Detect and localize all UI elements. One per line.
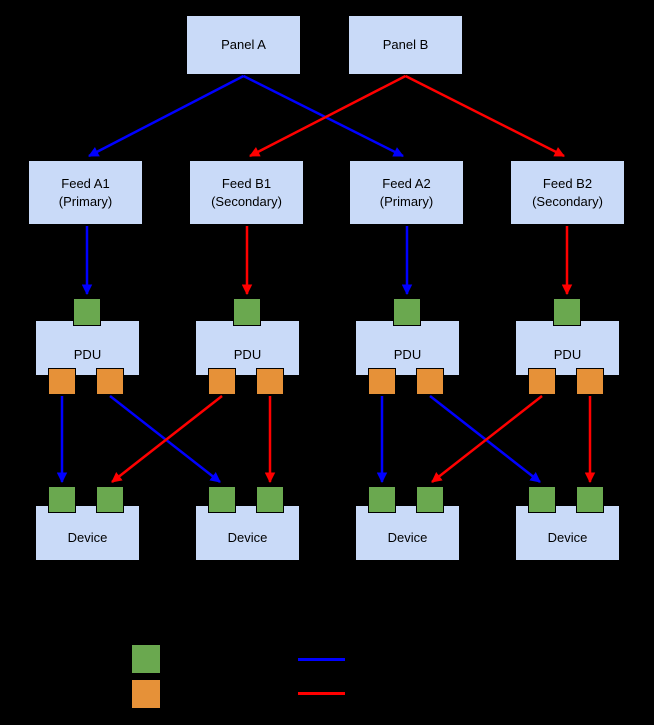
feed-a1-role: (Primary): [58, 193, 113, 209]
pdu1-input-port: [73, 298, 101, 326]
feed-b1-node: Feed B1 (Secondary): [189, 160, 304, 225]
device2-node: Device: [195, 505, 300, 561]
pdu3-output-port-left: [368, 368, 396, 395]
pdu4-output-port-left: [528, 368, 556, 395]
panel-b-node: Panel B: [348, 15, 463, 75]
legend-blue-line: [298, 658, 345, 661]
pdu3-label: PDU: [393, 347, 422, 363]
pdu4-input-port: [553, 298, 581, 326]
arrow-pdu3-to-device4: [429, 395, 541, 483]
pdu4-node: PDU: [515, 320, 620, 376]
pdu2-output-port-left: [208, 368, 236, 395]
device1-node: Device: [35, 505, 140, 561]
arrow-pdu1-to-device2: [109, 395, 221, 483]
device4-node: Device: [515, 505, 620, 561]
pdu4-label: PDU: [553, 347, 582, 363]
feed-a1-node: Feed A1 (Primary): [28, 160, 143, 225]
pdu2-label: PDU: [233, 347, 262, 363]
device2-input-port-right: [256, 486, 284, 513]
pdu2-node: PDU: [195, 320, 300, 376]
feed-a1-name: Feed A1: [61, 175, 110, 191]
pdu2-input-port: [233, 298, 261, 326]
arrow-panel-a-to-feed-a2: [242, 74, 404, 158]
legend-red-line: [298, 692, 345, 695]
arrow-pdu2-to-device1: [111, 395, 223, 483]
device3-node: Device: [355, 505, 460, 561]
feed-b2-role: (Secondary): [532, 193, 603, 209]
pdu1-output-port-left: [48, 368, 76, 395]
arrow-pdu4-to-device3: [431, 395, 543, 483]
pdu4-output-port-right: [576, 368, 604, 395]
arrow-panel-b-to-feed-b1: [249, 74, 407, 158]
arrow-panel-b-to-feed-b2: [404, 74, 565, 158]
panel-b-label: Panel B: [382, 37, 429, 53]
feed-a2-role: (Primary): [379, 193, 434, 209]
pdu1-node: PDU: [35, 320, 140, 376]
legend-orange-swatch: [131, 679, 161, 709]
device4-input-port-left: [528, 486, 556, 513]
device1-input-port-right: [96, 486, 124, 513]
feed-a2-name: Feed A2: [382, 175, 431, 191]
feed-b2-name: Feed B2: [542, 175, 593, 191]
legend-green-swatch: [131, 644, 161, 674]
device2-label: Device: [227, 530, 268, 546]
pdu3-input-port: [393, 298, 421, 326]
feed-b1-role: (Secondary): [211, 193, 282, 209]
pdu1-label: PDU: [73, 347, 102, 363]
device4-label: Device: [547, 530, 588, 546]
pdu3-output-port-right: [416, 368, 444, 395]
pdu3-node: PDU: [355, 320, 460, 376]
device3-input-port-left: [368, 486, 396, 513]
device2-input-port-left: [208, 486, 236, 513]
pdu2-output-port-right: [256, 368, 284, 395]
feed-b2-node: Feed B2 (Secondary): [510, 160, 625, 225]
panel-a-node: Panel A: [186, 15, 301, 75]
feed-a2-node: Feed A2 (Primary): [349, 160, 464, 225]
device3-input-port-right: [416, 486, 444, 513]
panel-a-label: Panel A: [221, 37, 266, 53]
device4-input-port-right: [576, 486, 604, 513]
pdu1-output-port-right: [96, 368, 124, 395]
device3-label: Device: [387, 530, 428, 546]
arrow-panel-a-to-feed-a1: [88, 74, 245, 158]
device1-label: Device: [67, 530, 108, 546]
device1-input-port-left: [48, 486, 76, 513]
feed-b1-name: Feed B1: [221, 175, 272, 191]
